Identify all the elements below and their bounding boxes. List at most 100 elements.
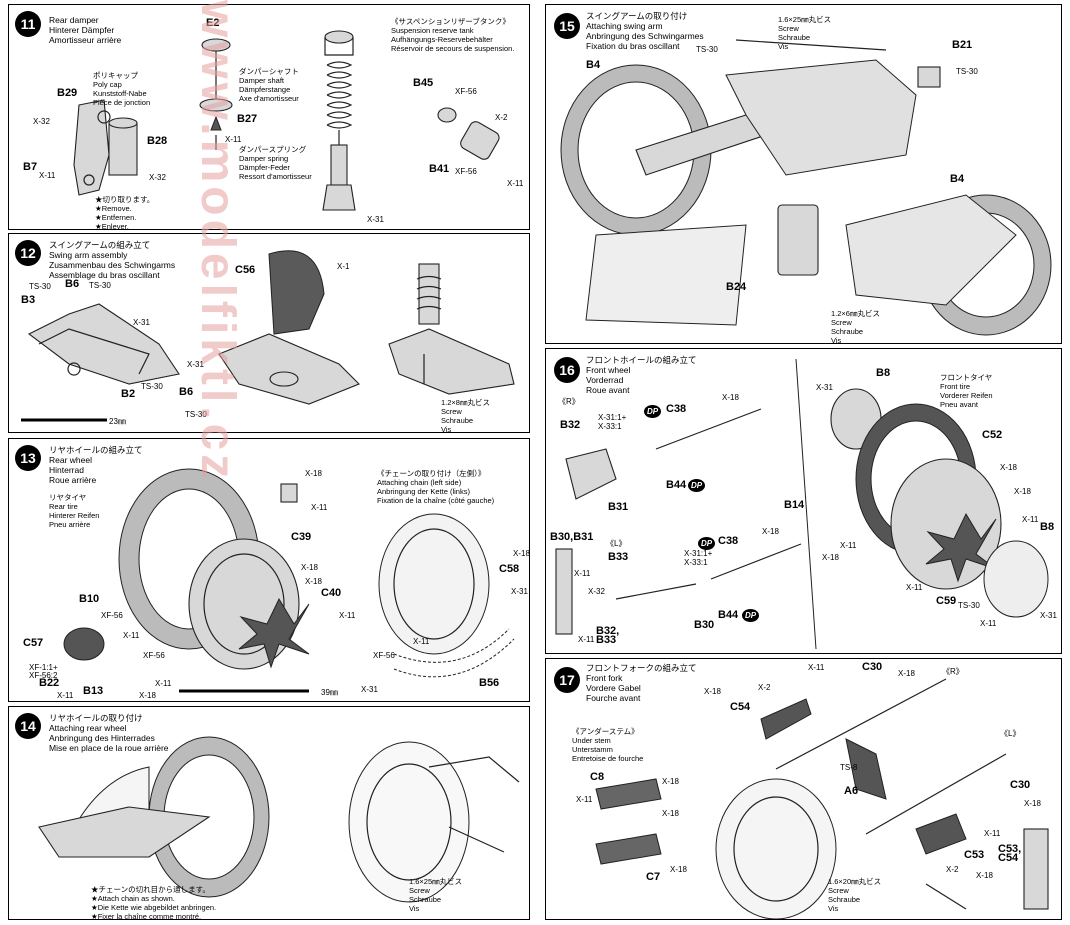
- paint-ts30-label: TS-30: [185, 410, 207, 419]
- paint-xf56-label: XF-56: [101, 611, 123, 620]
- rear-wheel-illustration: [63, 468, 515, 693]
- part-b4-label: B4: [950, 173, 965, 185]
- paint-x31-label: X-31: [187, 360, 204, 369]
- part-b32b33-label: B32, B33: [596, 625, 620, 646]
- paint-x18-label: X-18: [670, 865, 687, 874]
- part-b4-label: B4: [586, 59, 601, 71]
- paint-xf56-label: XF-56: [373, 651, 395, 660]
- chain-title: 《チェーンの取り付け（左側）》Attaching chain (left sid…: [377, 469, 495, 505]
- paint-x32-label: X-32: [149, 173, 166, 182]
- part-b44-label: B44: [718, 609, 739, 621]
- part-b28-label: B28: [147, 135, 168, 147]
- part-b2-label: B2: [121, 388, 136, 400]
- paint-x18-label: X-18: [1000, 463, 1017, 472]
- paint-x31-label: X-31: [133, 318, 150, 327]
- paint-x18-label: X-18: [704, 687, 721, 696]
- paint-x18-label: X-18: [898, 669, 915, 678]
- part-c54-label: C54: [730, 701, 751, 713]
- remove-note: ★切り取ります。★Remove.★Entfernen.★Enlever.: [95, 195, 155, 230]
- paint-x18-label: X-18: [722, 393, 739, 402]
- right-side-label: 《R》: [558, 397, 580, 406]
- paint-x11-label: X-11: [155, 679, 172, 688]
- paint-x18-label: X-18: [662, 809, 679, 818]
- step-number: 13: [15, 445, 41, 471]
- part-b33-label: B33: [608, 551, 629, 563]
- paint-x11-label: X-11: [578, 635, 595, 644]
- part-c52-label: C52: [982, 429, 1003, 441]
- part-b13-label: B13: [83, 685, 104, 697]
- paint-mix-label: X-31:1+ X-33:1: [684, 549, 713, 567]
- paint-x11-label: X-11: [808, 663, 825, 672]
- part-c58-label: C58: [499, 563, 520, 575]
- paint-x2-label: X-2: [946, 865, 959, 874]
- right-side-label: 《R》: [942, 667, 964, 676]
- part-b3-label: B3: [21, 294, 36, 306]
- part-b24-label: B24: [726, 281, 747, 293]
- part-b7-label: B7: [23, 161, 38, 173]
- paint-x11-label: X-11: [906, 583, 923, 592]
- paint-xf56-label: XF-56: [455, 87, 477, 96]
- paint-x31-label: X-31: [1040, 611, 1057, 620]
- paint-x31-label: X-31: [511, 587, 528, 596]
- part-b32-label: B32: [560, 419, 581, 431]
- scale-label: 39㎜: [321, 688, 338, 697]
- paint-x31-label: X-31: [816, 383, 833, 392]
- paint-mix-label: X-31:1+ X-33:1: [598, 413, 627, 431]
- paint-x18-label: X-18: [305, 577, 322, 586]
- rear-damper-illustration: [73, 30, 500, 211]
- paint-ts30-label: TS-30: [89, 281, 111, 290]
- part-b10-label: B10: [79, 593, 100, 605]
- part-c56-label: C56: [235, 264, 256, 276]
- part-c53c54-label: C53, C54: [998, 843, 1022, 864]
- paint-xf1-label: XF-1:1+: [29, 663, 58, 672]
- step-number: 17: [554, 667, 580, 693]
- rear-wheel-attach-illustration: [38, 736, 520, 903]
- part-c30-label: C30: [862, 661, 883, 673]
- paint-x18-label: X-18: [1024, 799, 1041, 808]
- part-b56-label: B56: [479, 677, 500, 689]
- paint-x18-label: X-18: [139, 691, 156, 700]
- paint-x11-label: X-11: [984, 829, 1001, 838]
- part-b6-label: B6: [179, 386, 194, 398]
- part-b8-label: B8: [1040, 521, 1055, 533]
- part-b14-label: B14: [784, 499, 805, 511]
- dp-badge: DP: [742, 609, 760, 622]
- paint-x11-label: X-11: [413, 637, 430, 646]
- front-fork-illustration: [595, 678, 1049, 919]
- paint-x18-label: X-18: [822, 553, 839, 562]
- paint-x11-label: X-11: [574, 569, 591, 578]
- part-c8-label: C8: [590, 771, 605, 783]
- part-b31-label: B31: [608, 501, 629, 513]
- part-c38-label: C38: [666, 403, 687, 415]
- paint-ts30-label: TS-30: [141, 382, 163, 391]
- paint-x1-label: X-1: [337, 262, 350, 271]
- part-b6-label: B6: [65, 278, 80, 290]
- paint-x18-label: X-18: [662, 777, 679, 786]
- part-b8-label: B8: [876, 367, 891, 379]
- part-c53-label: C53: [964, 849, 985, 861]
- paint-ts30-label: TS-30: [29, 282, 51, 291]
- part-b44-label: B44: [666, 479, 687, 491]
- paint-x18-label: X-18: [301, 563, 318, 572]
- part-c7-label: C7: [646, 871, 661, 883]
